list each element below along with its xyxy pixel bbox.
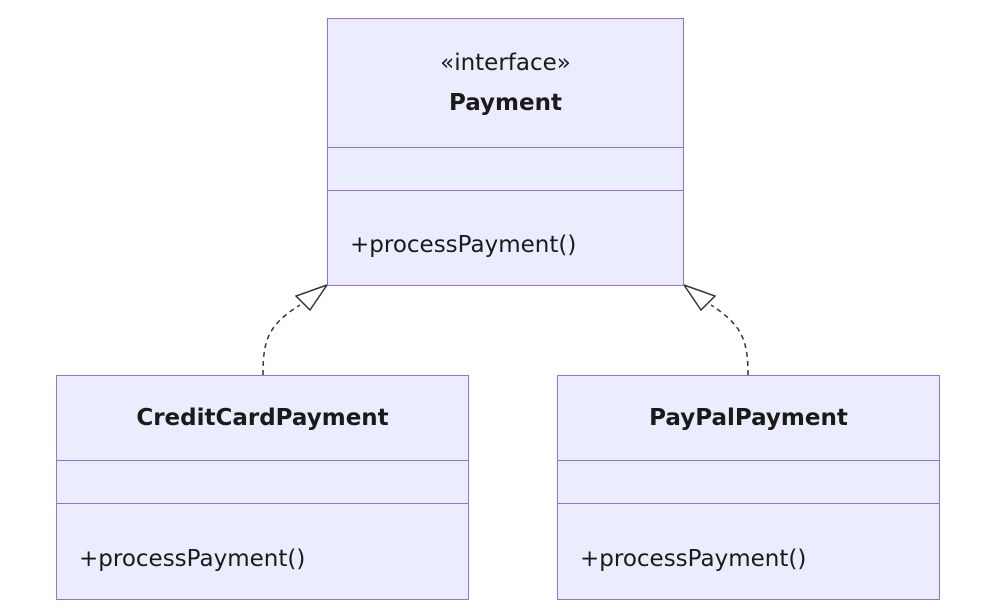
paypal-payment-box[interactable]: PayPalPayment +processPayment()	[557, 375, 940, 600]
payment-header: «interface» Payment	[328, 19, 683, 148]
paypal-method-process: +processPayment()	[580, 545, 807, 572]
credit-header: CreditCardPayment	[57, 376, 468, 461]
paypal-attributes	[558, 461, 939, 504]
paypal-methods: +processPayment()	[558, 504, 939, 599]
payment-stereotype: «interface»	[440, 50, 571, 76]
credit-card-payment-box[interactable]: CreditCardPayment +processPayment()	[56, 375, 469, 600]
realization-arrowhead-paypal	[682, 283, 717, 312]
payment-methods: +processPayment()	[328, 191, 683, 285]
realization-line-credit	[262, 304, 301, 376]
realization-line-paypal	[710, 304, 749, 376]
credit-attributes	[57, 461, 468, 504]
credit-methods: +processPayment()	[57, 504, 468, 599]
payment-method-process: +processPayment()	[350, 232, 577, 258]
credit-class-name: CreditCardPayment	[136, 405, 389, 431]
paypal-class-name: PayPalPayment	[649, 405, 848, 431]
payment-attributes	[328, 148, 683, 191]
credit-method-process: +processPayment()	[79, 545, 306, 572]
paypal-header: PayPalPayment	[558, 376, 939, 461]
payment-class-name: Payment	[449, 90, 562, 116]
realization-arrowhead-credit	[294, 283, 329, 312]
payment-interface-box[interactable]: «interface» Payment +processPayment()	[327, 18, 684, 286]
